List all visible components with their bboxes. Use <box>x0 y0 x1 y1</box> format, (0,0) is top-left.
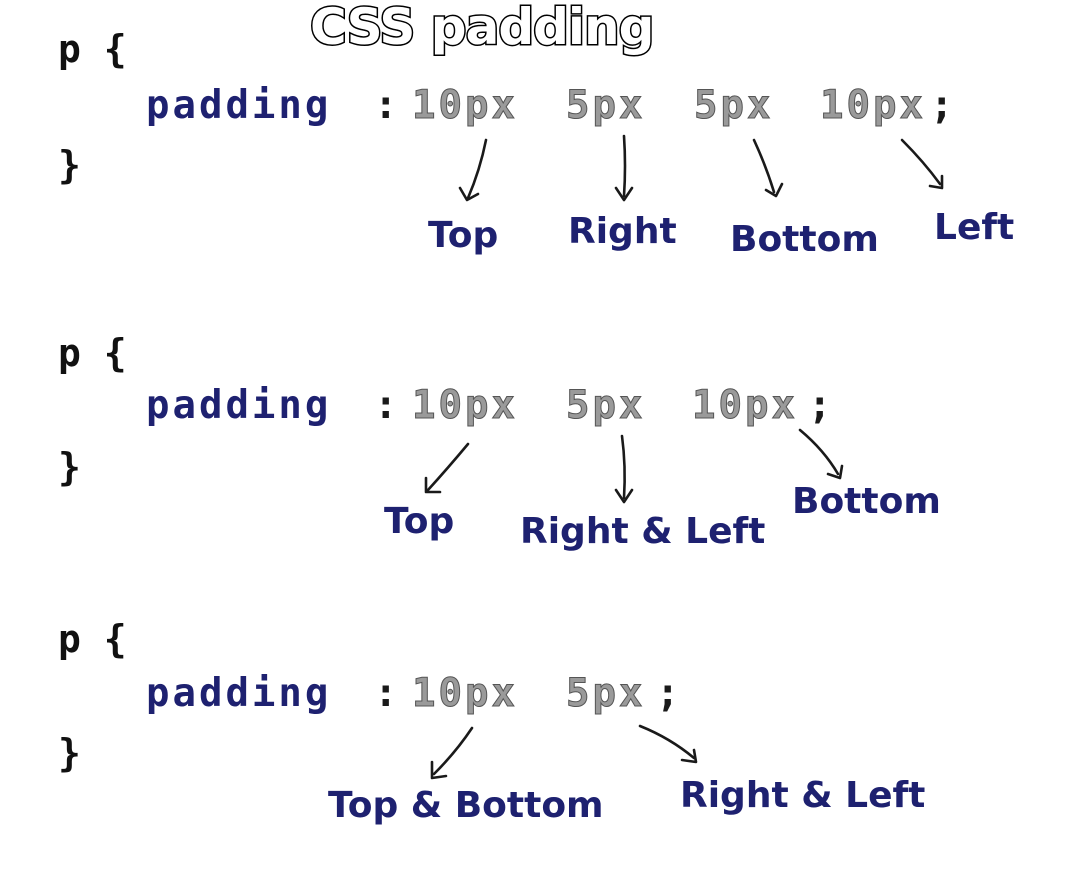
property-name: padding <box>146 671 332 716</box>
value-top: 10px <box>412 383 518 428</box>
arrow-icon <box>798 428 844 480</box>
colon: : <box>374 83 398 128</box>
title: CSS padding <box>308 0 655 56</box>
label-top: Top <box>384 501 455 542</box>
property-name: padding <box>146 383 332 428</box>
arrow-icon <box>638 724 698 764</box>
value-right-left: 5px <box>565 383 646 428</box>
arrow-icon <box>458 138 488 202</box>
label-bottom: Bottom <box>792 481 941 522</box>
selector-close: } <box>58 445 81 489</box>
selector-open: p { <box>58 27 127 71</box>
arrow-icon <box>900 138 944 190</box>
arrow-icon <box>614 134 634 202</box>
value-top-bottom: 10px <box>412 671 518 716</box>
selector-open: p { <box>58 331 127 375</box>
semicolon: ; <box>656 671 680 716</box>
value-left: 10px <box>820 83 926 128</box>
label-top-bottom: Top & Bottom <box>328 785 604 826</box>
property-name: padding <box>146 83 332 128</box>
value-bottom: 10px <box>692 383 798 428</box>
value-bottom: 5px <box>693 83 774 128</box>
semicolon: ; <box>808 383 832 428</box>
arrow-icon <box>424 442 470 494</box>
label-right-left: Right & Left <box>680 775 926 816</box>
label-top: Top <box>428 215 499 256</box>
value-right-left: 5px <box>565 671 646 716</box>
value-right: 5px <box>565 83 646 128</box>
selector-close: } <box>58 143 81 187</box>
arrow-icon <box>752 138 784 198</box>
value-top: 10px <box>412 83 518 128</box>
semicolon: ; <box>930 83 954 128</box>
label-right-left: Right & Left <box>520 511 766 552</box>
selector-close: } <box>58 731 81 775</box>
colon: : <box>374 671 398 716</box>
arrow-icon <box>614 434 634 504</box>
label-left: Left <box>934 207 1015 248</box>
arrow-icon <box>430 726 474 780</box>
colon: : <box>374 383 398 428</box>
label-bottom: Bottom <box>730 219 879 260</box>
selector-open: p { <box>58 617 127 661</box>
label-right: Right <box>568 211 677 252</box>
